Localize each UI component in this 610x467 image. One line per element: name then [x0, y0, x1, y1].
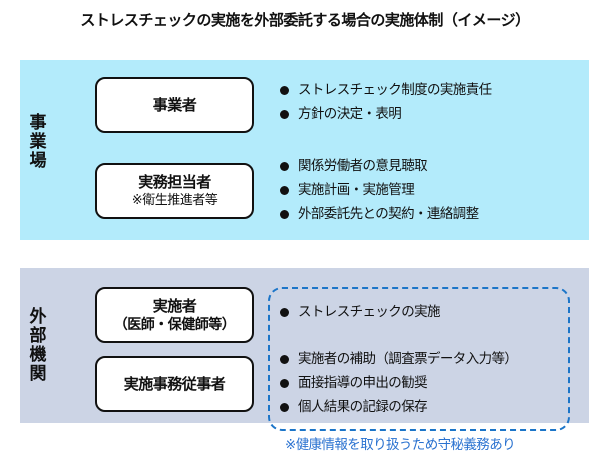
role-box-admin-staff: 実施事務従事者 — [95, 356, 254, 412]
list-item: 実施者の補助（調査票データ入力等） — [278, 347, 518, 371]
duty-text: 面接指導の申出の勧奨 — [298, 375, 428, 391]
bullet-icon — [280, 402, 289, 412]
external-label: 外 部 機 関 — [24, 308, 52, 384]
workplace-label-char: 場 — [29, 151, 47, 171]
list-item: 実施計画・実施管理 — [278, 178, 478, 202]
duty-text: 実施者の補助（調査票データ入力等） — [298, 351, 518, 367]
duty-text: 個人結果の記録の保存 — [298, 399, 428, 415]
confidentiality-boundary — [268, 287, 570, 431]
bullet-icon — [280, 354, 289, 364]
list-item: 個人結果の記録の保存 — [278, 395, 517, 419]
bullet-icon — [280, 378, 289, 388]
duty-text: 外部委託先との契約・連絡調整 — [298, 206, 479, 222]
duty-text: ストレスチェック制度の実施責任 — [298, 82, 492, 98]
workplace-label-char: 業 — [29, 132, 47, 152]
list-item: 面接指導の申出の勧奨 — [278, 371, 517, 395]
role-name: 実務担当者 — [138, 173, 211, 191]
duty-text: 実施計画・実施管理 — [298, 182, 415, 198]
bullet-icon — [280, 307, 289, 317]
bullet-icon — [280, 209, 289, 219]
external-label-char: 関 — [29, 364, 47, 384]
list-item: ストレスチェック制度の実施責任 — [278, 78, 492, 102]
duty-text: ストレスチェックの実施 — [298, 304, 441, 320]
confidentiality-note: ※健康情報を取り扱うため守秘義務あり — [285, 437, 516, 453]
list-item: 外部委託先との契約・連絡調整 — [278, 202, 479, 226]
external-label-char: 部 — [29, 326, 47, 346]
list-item: ストレスチェックの実施 — [278, 300, 441, 324]
role-box-practical-officer: 実務担当者 ※衛生推進者等 — [95, 163, 254, 219]
duty-text: 方針の決定・表明 — [298, 106, 402, 122]
bullet-icon — [280, 185, 289, 195]
bullet-icon — [280, 85, 289, 95]
workplace-label-char: 事 — [29, 113, 47, 133]
workplace-label: 事 業 場 — [24, 114, 52, 171]
external-label-char: 外 — [29, 307, 47, 327]
admin-staff-duties: 実施者の補助（調査票データ入力等） 面接指導の申出の勧奨 個人結果の記録の保存 — [278, 347, 518, 419]
external-label-char: 機 — [29, 345, 47, 365]
role-note: （医師・保健師等） — [113, 317, 236, 333]
role-name: 事業者 — [152, 96, 197, 114]
implementer-duties: ストレスチェックの実施 — [278, 300, 441, 324]
role-name: 実施事務従事者 — [123, 375, 226, 393]
list-item: 方針の決定・表明 — [278, 102, 492, 126]
role-name: 実施者 — [152, 297, 197, 315]
bullet-icon — [280, 161, 289, 171]
practical-officer-duties: 関係労働者の意見聴取 実施計画・実施管理 外部委託先との契約・連絡調整 — [278, 154, 479, 226]
duty-text: 関係労働者の意見聴取 — [298, 158, 428, 174]
list-item: 関係労働者の意見聴取 — [278, 154, 478, 178]
role-box-employer: 事業者 — [95, 77, 254, 133]
role-box-implementer: 実施者 （医師・保健師等） — [95, 287, 254, 343]
employer-duties: ストレスチェック制度の実施責任 方針の決定・表明 — [278, 78, 492, 126]
diagram-title: ストレスチェックの実施を外部委託する場合の実施体制（イメージ） — [80, 11, 530, 29]
role-note: ※衛生推進者等 — [131, 193, 218, 208]
bullet-icon — [280, 109, 289, 119]
